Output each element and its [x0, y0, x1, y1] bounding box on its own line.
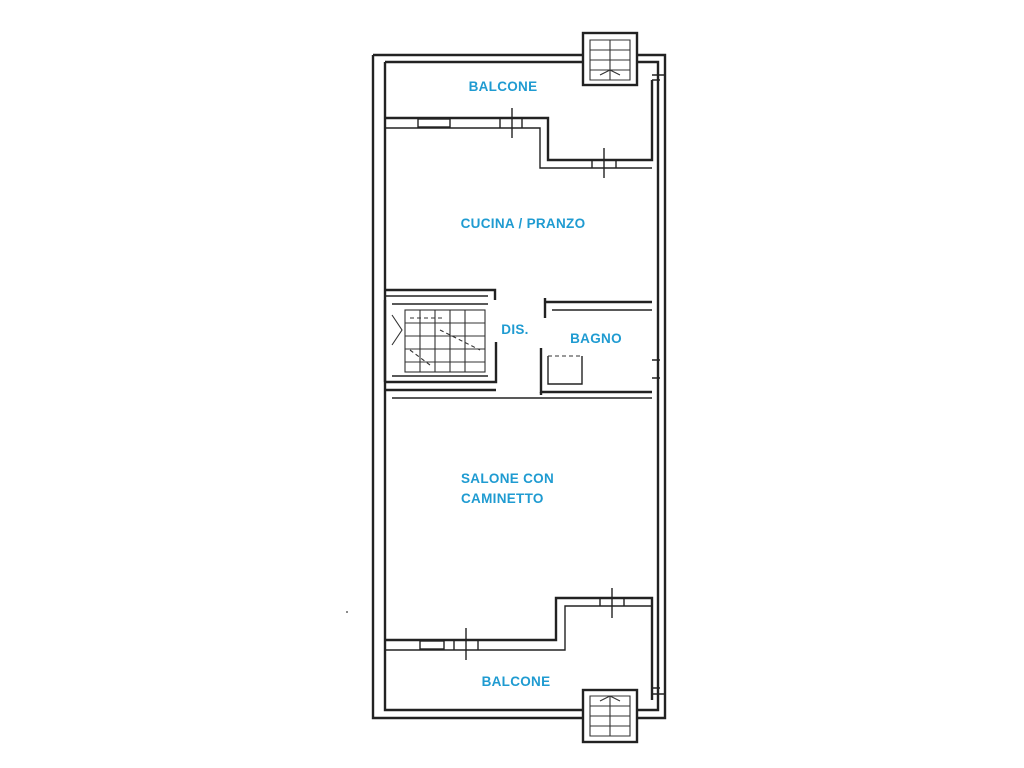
- label-cucina-pranzo: CUCINA / PRANZO: [461, 216, 586, 231]
- label-dis: DIS.: [501, 322, 528, 337]
- label-bagno: BAGNO: [570, 331, 622, 346]
- label-salone-line2: CAMINETTO: [461, 491, 544, 506]
- stair-top: [581, 31, 639, 87]
- stray-mark: [346, 611, 348, 613]
- outer-walls: [371, 53, 667, 720]
- balcony-top-walls: [385, 74, 665, 178]
- bathroom-walls: [539, 348, 660, 394]
- living-walls: [385, 388, 652, 399]
- balcony-bottom-walls: [385, 588, 665, 700]
- stair-center: [383, 300, 498, 384]
- kitchen-walls: [385, 288, 652, 318]
- label-salone-line1: SALONE CON: [461, 471, 554, 486]
- label-balcone-bottom: BALCONE: [482, 674, 551, 689]
- stair-bottom: [581, 688, 639, 744]
- label-balcone-top: BALCONE: [469, 79, 538, 94]
